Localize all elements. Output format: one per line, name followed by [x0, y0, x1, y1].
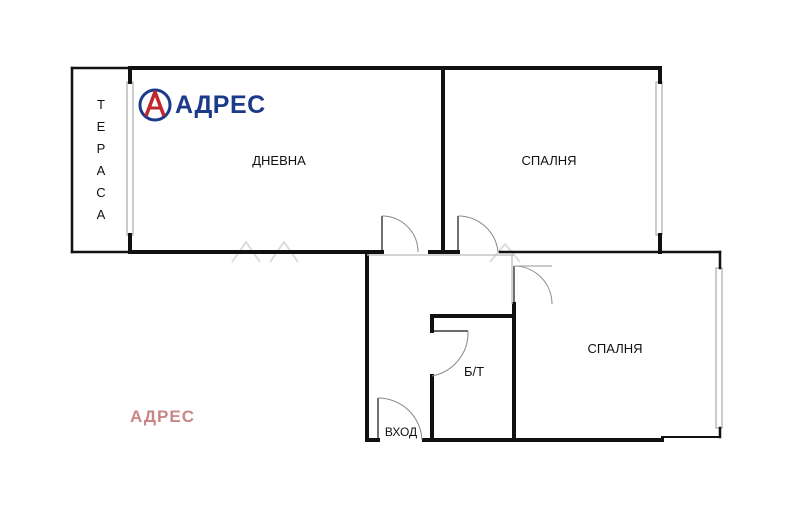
bedroom-1-label: СПАЛНЯ — [522, 153, 577, 168]
door-bathroom — [431, 330, 469, 377]
bathroom-label: Б/Т — [464, 364, 484, 379]
terrace-letter: Р — [97, 141, 106, 156]
door-bedroom-1 — [457, 215, 499, 253]
terrace-letter: А — [97, 163, 106, 178]
door-bedroom-2 — [513, 265, 553, 305]
terrace-letter: С — [96, 185, 105, 200]
terrace-letter: Е — [97, 119, 106, 134]
letter-a-logo-icon — [138, 88, 172, 122]
terrace-letter: А — [97, 207, 106, 222]
terrace-letter: Т — [97, 97, 105, 112]
door-entrance — [377, 397, 423, 441]
door-living-room — [381, 215, 419, 253]
bedroom-2-label: СПАЛНЯ — [588, 341, 643, 356]
walls — [128, 66, 722, 442]
watermark-text: АДРЕС — [130, 407, 195, 426]
living-room-label: ДНЕВНА — [252, 153, 306, 168]
background-watermark-outline — [231, 240, 521, 263]
hallway-outline — [367, 254, 514, 304]
bedroom-window-top — [655, 81, 663, 236]
bedroom-window-bottom — [715, 267, 723, 429]
terrace-label: Т Е Р А С А — [96, 97, 105, 222]
entrance-label: ВХОД — [385, 425, 417, 439]
terrace — [70, 66, 132, 254]
logo-text: АДРЕС — [175, 91, 266, 119]
living-room-window — [126, 81, 134, 236]
company-logo: АДРЕС — [138, 88, 266, 122]
